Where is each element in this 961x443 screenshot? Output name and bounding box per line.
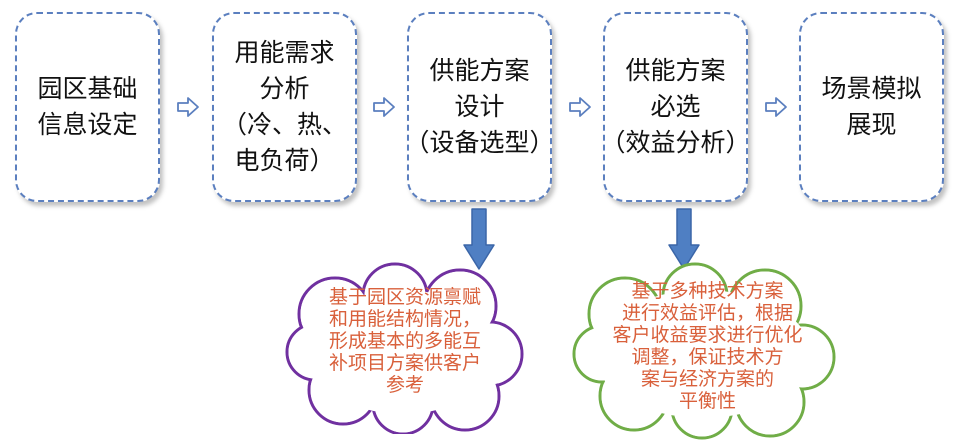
callout-line: 调整，保证技术方 (631, 346, 784, 368)
step-demand-analysis: 用能需求 分析 （冷、热、 电负荷） (212, 12, 357, 202)
step-scheme-design: 供能方案 设计 （设备选型） (404, 12, 555, 202)
callout-cloud-shape (572, 262, 836, 440)
step-site-info-setup: 园区基础 信息设定 (15, 12, 160, 202)
callout-line: 参考 (385, 374, 424, 396)
callout-line: 平衡性 (678, 390, 736, 412)
callout-line: 和用能结构情况， (328, 308, 481, 330)
step-line: （设备选型） (404, 128, 555, 157)
step-line: 必选 (650, 92, 701, 121)
step-line: 信息设定 (37, 110, 138, 139)
step-line: 展现 (846, 110, 897, 139)
arrow-right-icon (765, 97, 787, 117)
callout-line: 案与经济方案的 (640, 368, 774, 390)
callout-text: 基于园区资源禀赋 和用能结构情况， 形成基本的多能互 补项目方案供客户 参考 (300, 286, 510, 396)
step-line: 设计 (454, 92, 505, 121)
step-line: 场景模拟 (821, 74, 922, 103)
callout-line: 基于多种技术方案 (631, 280, 784, 302)
step-line: 电负荷） (234, 146, 335, 175)
callout-cloud-shape (285, 262, 524, 434)
callout-text: 基于多种技术方案 进行效益评估，根据 客户收益要求进行优化 调整，保证技术方 案… (595, 280, 820, 412)
step-scenario-simulation: 场景模拟 展现 (799, 12, 944, 202)
step-line: 园区基础 (37, 74, 138, 103)
arrow-right-icon (569, 97, 591, 117)
callout-line: 形成基本的多能互 (328, 330, 481, 352)
callout-line: 进行效益评估，根据 (621, 302, 793, 324)
arrow-right-icon (177, 97, 199, 117)
step-line: 用能需求 (234, 38, 335, 67)
callout-line: 基于园区资源禀赋 (328, 286, 481, 308)
arrow-right-icon (373, 97, 395, 117)
step-scheme-selection: 供能方案 必选 （效益分析） (600, 12, 751, 202)
callout-line: 补项目方案供客户 (328, 352, 481, 374)
arrow-down-icon (463, 208, 495, 270)
step-line: 分析 (259, 74, 310, 103)
step-line: 供能方案 (625, 56, 726, 85)
step-line: 供能方案 (429, 56, 530, 85)
callout-line: 客户收益要求进行优化 (612, 324, 803, 346)
step-line: （冷、热、 (221, 110, 347, 139)
step-line: （效益分析） (600, 128, 751, 157)
arrow-down-icon (668, 208, 700, 270)
